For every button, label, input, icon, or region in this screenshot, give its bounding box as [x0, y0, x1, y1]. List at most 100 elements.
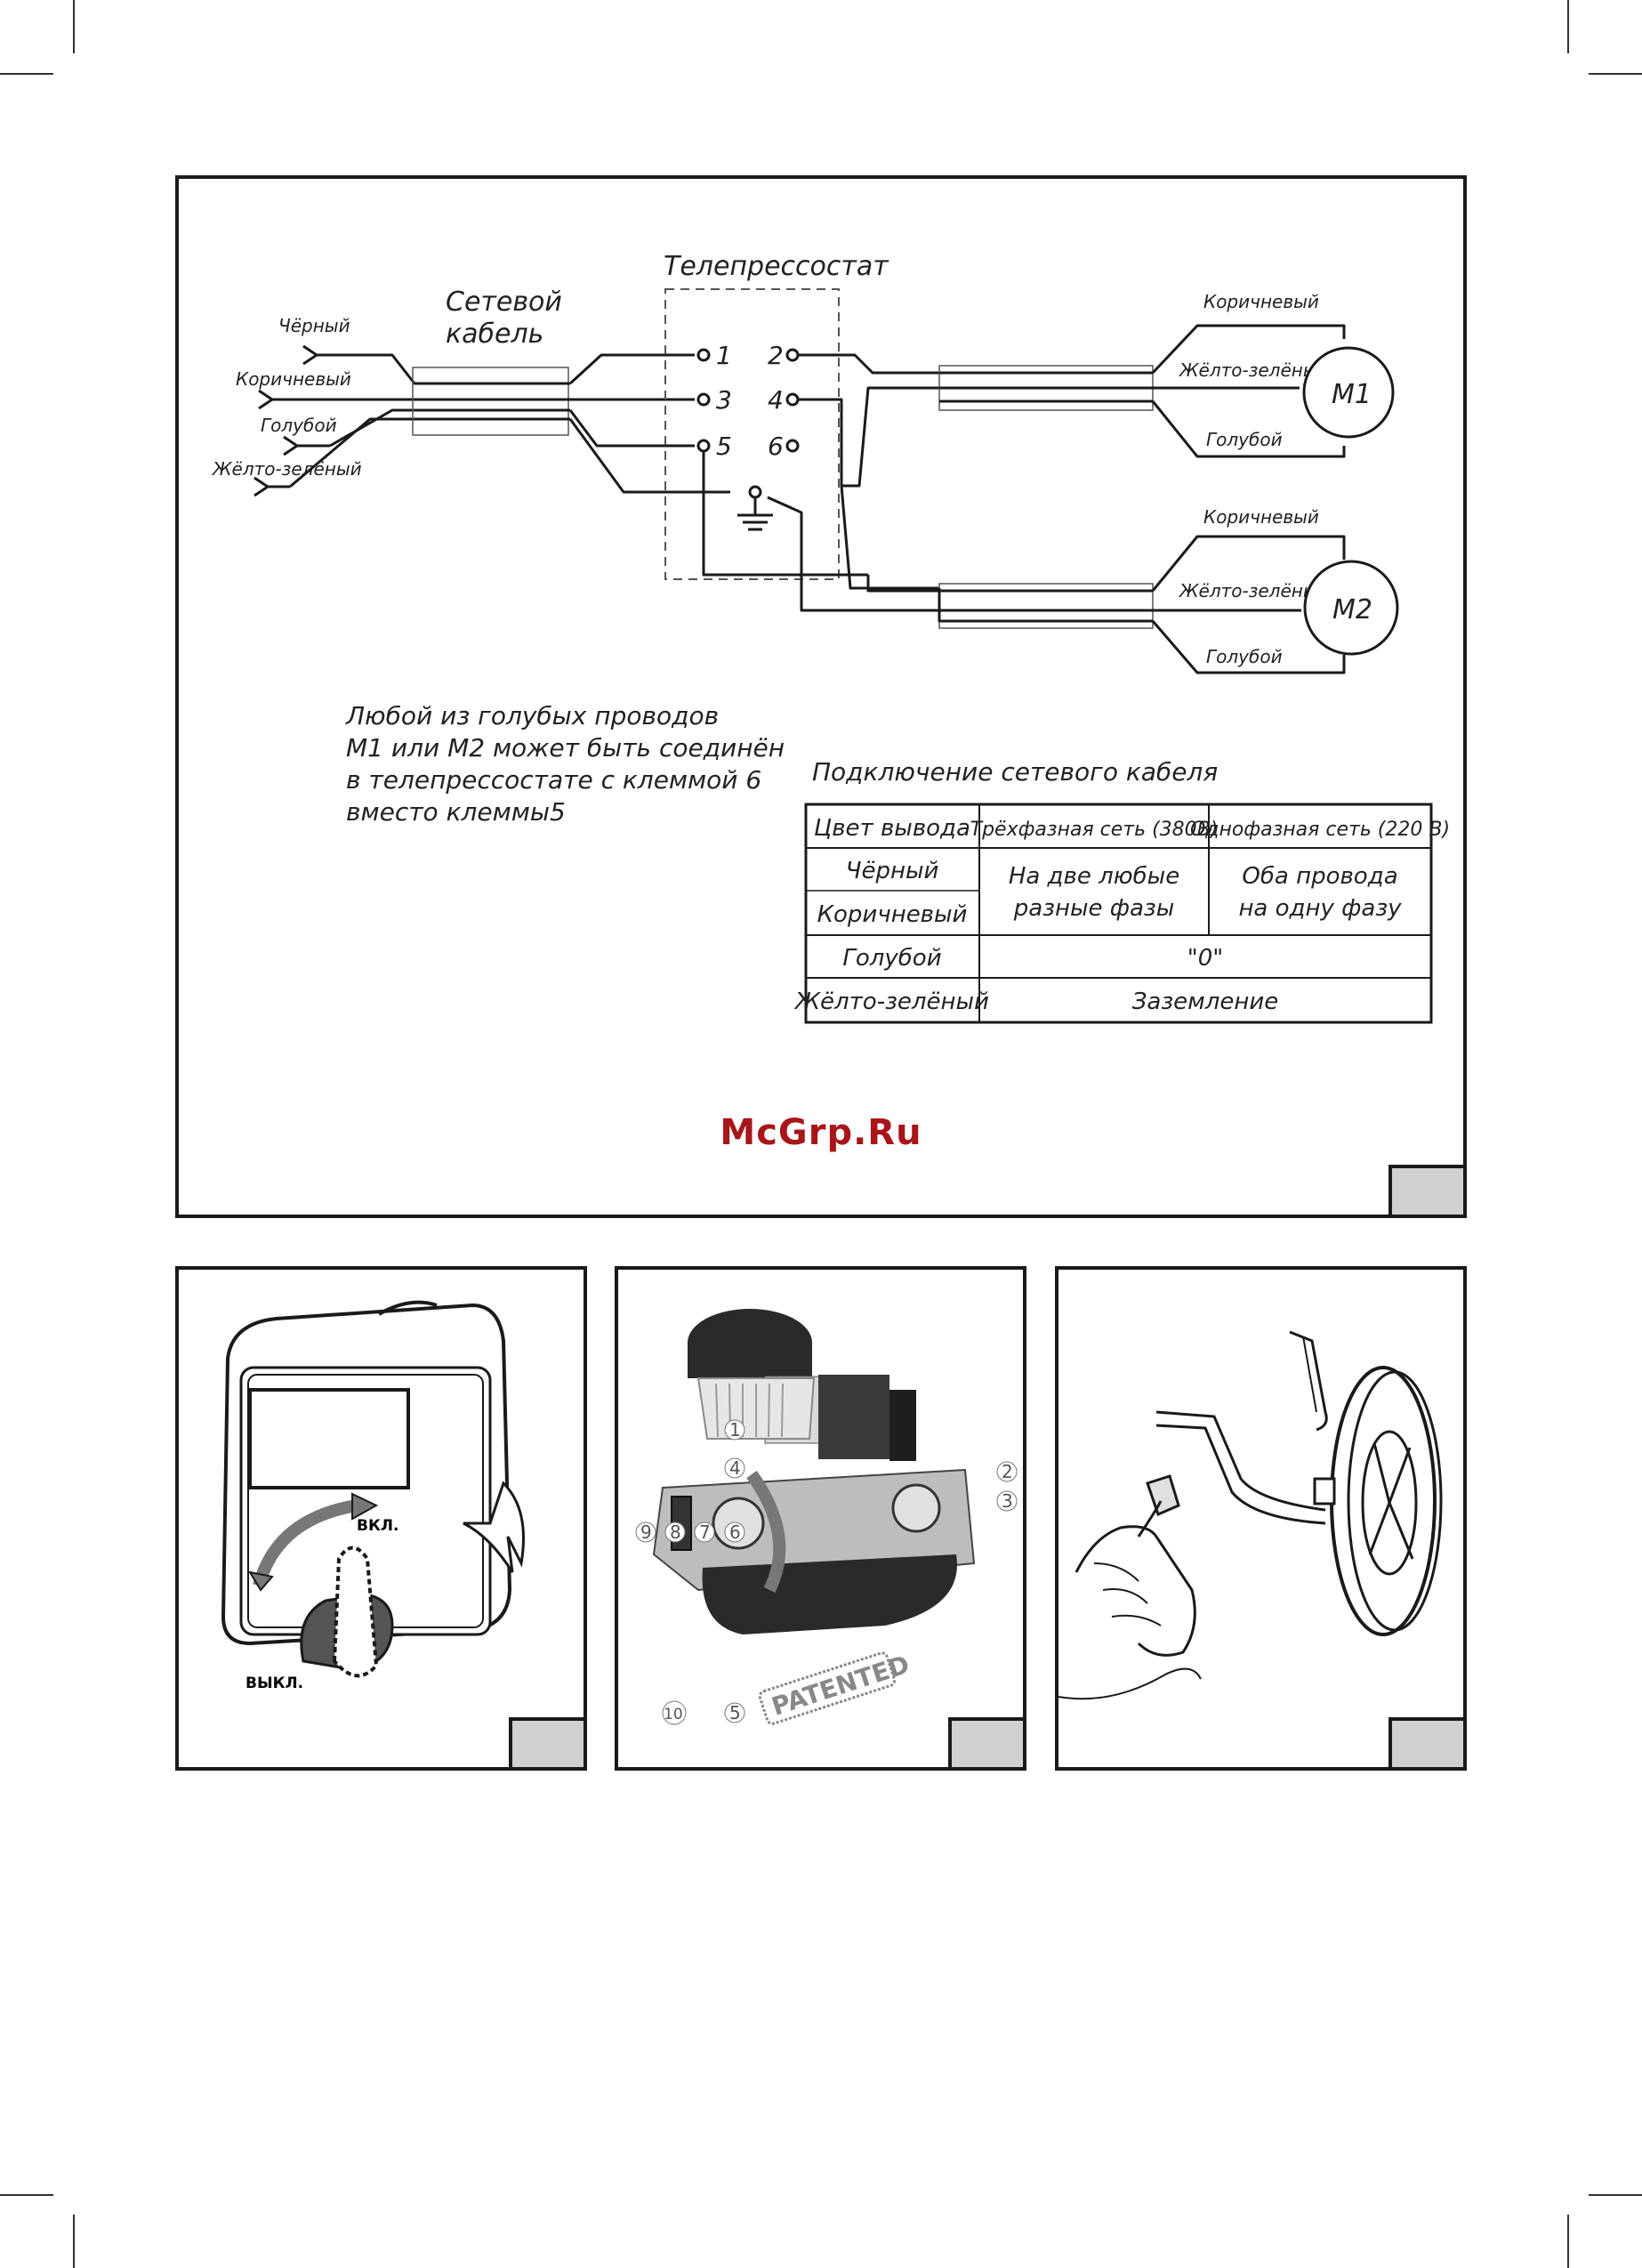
wiring-diagram: Телепрессостат Сетевой кабель Чёрный Кор…: [211, 251, 1450, 1024]
callout-10: 10: [664, 1706, 683, 1723]
callout-5: 5: [729, 1702, 741, 1723]
ground-icon: [737, 497, 773, 531]
plug-end: [302, 344, 357, 366]
terminal-5: 5: [716, 432, 732, 461]
wire: [767, 496, 881, 612]
bracket-icon: [1289, 1330, 1328, 1432]
plug-end: [254, 476, 290, 497]
terminal-4: 4: [768, 385, 784, 415]
callout-4: 4: [729, 1457, 741, 1479]
figure-number-box: [948, 1717, 1023, 1767]
table-cell: Заземление: [1132, 989, 1279, 1015]
crop-mark: [1567, 0, 1569, 53]
note-line: М1 или М2 может быть соединён: [346, 733, 785, 763]
terminal-1: 1: [716, 341, 732, 370]
m1-wire-brown: Коричневый: [1203, 291, 1319, 312]
figure-number-box: [1388, 1717, 1463, 1767]
wire: [568, 353, 695, 385]
terminal: [785, 348, 800, 362]
pump-base-icon: [702, 1554, 957, 1634]
wire: [798, 353, 939, 375]
callout-3: 3: [1002, 1490, 1013, 1512]
table-header: Трёхфазная сеть (380В): [970, 819, 1219, 841]
pump-panel: 1 2 3 4 5 6 7 8 9 10 PATENTED: [615, 1266, 1026, 1771]
m1-wire-blue: Голубой: [1206, 429, 1283, 450]
terminal: [696, 392, 711, 407]
wire: [702, 451, 868, 577]
callout-1: 1: [729, 1419, 741, 1441]
m2-wire-brown: Коричневый: [1203, 506, 1319, 528]
note-line: вместо клеммы5: [346, 797, 566, 827]
table-header: Однофазная сеть (220 В): [1190, 819, 1450, 841]
cable-wires: [866, 575, 1153, 623]
terminal: [696, 348, 711, 362]
table-header: Цвет вывода: [814, 815, 970, 842]
wire-label-brown: Коричневый: [236, 368, 351, 390]
cable-label: Сетевой: [446, 287, 562, 318]
table-cell: "0": [1187, 945, 1223, 972]
table-title: Подключение сетевого кабеля: [812, 757, 1218, 787]
nut-icon: [1146, 1474, 1180, 1517]
wire-label-blue: Голубой: [261, 415, 337, 436]
terminal-6: 6: [768, 432, 784, 461]
m2-wire-ground: Жёлто-зелёный: [1178, 580, 1329, 601]
watermark: McGrp.Ru: [720, 1112, 922, 1153]
table-cell: на одну фазу: [1238, 895, 1402, 922]
cable-wires: [939, 371, 1153, 403]
callout-7: 7: [699, 1521, 711, 1543]
crop-mark: [1567, 2215, 1569, 2268]
telepressostat-box: [664, 288, 840, 580]
terminal: [696, 439, 711, 453]
pump-cutaway-illustration: 1 2 3 4 5 6 7 8 9 10 PATENTED: [635, 1309, 1018, 1725]
table-cell: Чёрный: [846, 858, 939, 884]
side-knob-icon: [463, 1481, 525, 1573]
knob-position-icon: [332, 1546, 379, 1678]
wire: [1151, 620, 1346, 674]
motor-m1: [1302, 346, 1395, 439]
table-cell: разные фазы: [1013, 895, 1175, 922]
terminal-2: 2: [768, 341, 784, 370]
switch-off-label: ВЫКЛ.: [245, 1675, 303, 1692]
wire: [568, 409, 695, 448]
table-cell: Жёлто-зелёный: [793, 989, 989, 1015]
telepressostat-label: Телепрессостат: [664, 251, 889, 282]
wire: [289, 417, 428, 488]
switch-panel: ВКЛ. ВЫКЛ.: [175, 1266, 587, 1771]
wheel-icon: [1330, 1366, 1437, 1636]
crop-mark: [73, 2215, 75, 2268]
wire: [1151, 324, 1346, 375]
m1-wire-ground: Жёлто-зелёный: [1178, 359, 1329, 381]
terminal-box-icon: [818, 1375, 889, 1459]
crop-mark: [1589, 2194, 1642, 2196]
callout-9: 9: [640, 1521, 652, 1543]
wire: [840, 485, 939, 590]
ground-terminal: [748, 485, 762, 499]
hand-icon: [1075, 1525, 1196, 1657]
switch-on-label: ВКЛ.: [357, 1517, 398, 1535]
plug-end: [258, 389, 357, 410]
table-cell: Коричневый: [817, 901, 968, 928]
figure-number-box: [1388, 1165, 1463, 1215]
figure-number-box: [509, 1717, 584, 1767]
wire: [357, 353, 428, 385]
cable-sheath: [412, 367, 569, 436]
crop-mark: [1589, 73, 1642, 75]
cable-wires: [428, 382, 570, 421]
callout-6: 6: [729, 1521, 741, 1543]
crop-mark: [0, 2194, 53, 2196]
axle-arm-icon: [1155, 1410, 1326, 1512]
wheel-panel: [1055, 1266, 1467, 1771]
wire: [568, 418, 730, 494]
terminal: [785, 392, 800, 407]
table-cell: На две любые: [1009, 863, 1179, 890]
table-cell: Оба провода: [1242, 863, 1397, 890]
wire: [1151, 400, 1346, 458]
callout-8: 8: [670, 1521, 681, 1543]
wiring-panel: Телепрессостат Сетевой кабель Чёрный Кор…: [175, 175, 1467, 1218]
wheel-install-illustration: [1058, 1330, 1443, 1700]
window-icon: [248, 1388, 410, 1489]
note-line: Любой из голубых проводов: [345, 701, 719, 730]
motor-m1-label: М1: [1332, 379, 1372, 410]
callout-2: 2: [1002, 1461, 1013, 1482]
table-cell: Голубой: [842, 945, 941, 972]
